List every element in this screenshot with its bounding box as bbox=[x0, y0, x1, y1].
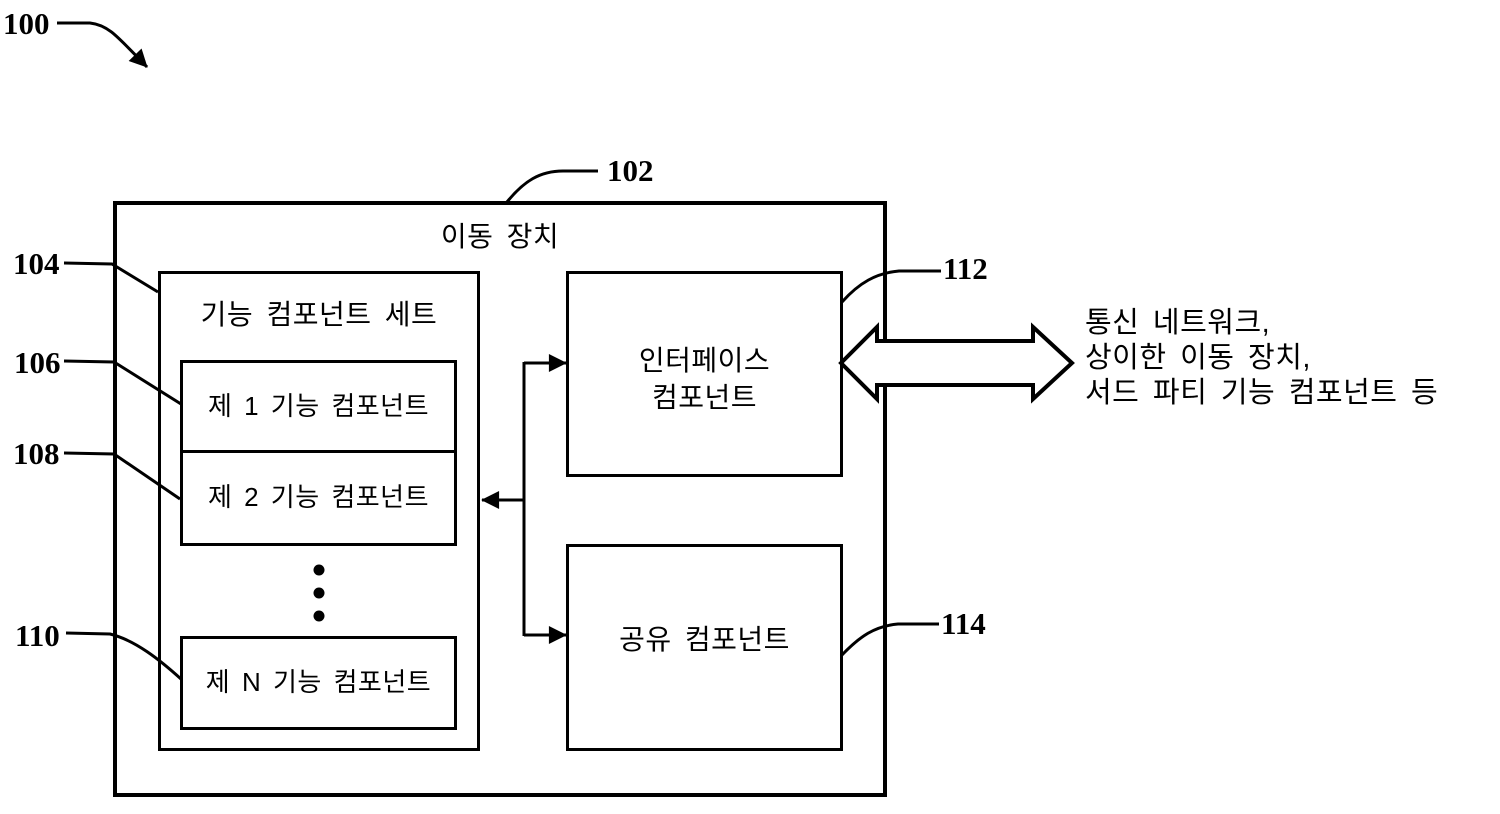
shared-component-label: 공유 컴포넌트 bbox=[619, 623, 790, 655]
ref-label-114: 114 bbox=[941, 606, 986, 641]
ref-label-106: 106 bbox=[14, 345, 61, 380]
ref-label-108: 108 bbox=[13, 436, 60, 471]
nth-functional-component-label: 제 N 기능 컴포넌트 bbox=[205, 667, 432, 698]
interface-component-box: 인터페이스 컴포넌트 bbox=[566, 271, 843, 477]
ref-label-104: 104 bbox=[13, 246, 60, 281]
external-entities-line-1: 통신 네트워크, bbox=[1085, 307, 1271, 339]
shared-component-box: 공유 컴포넌트 bbox=[566, 544, 843, 751]
leader-102 bbox=[505, 169, 598, 203]
mobile-device-title: 이동 장치 bbox=[440, 221, 560, 252]
external-entities-line-2: 상이한 이동 장치, bbox=[1085, 342, 1311, 374]
first-functional-component-label: 제 1 기능 컴포넌트 bbox=[207, 390, 430, 421]
ref-label-110: 110 bbox=[15, 618, 60, 653]
figure-ref-leader-arrow bbox=[57, 21, 149, 69]
ref-label-102: 102 bbox=[607, 153, 654, 188]
interface-component-label-line2: 컴포넌트 bbox=[651, 382, 758, 413]
ref-label-100: 100 bbox=[3, 6, 50, 41]
nth-functional-component-box: 제 N 기능 컴포넌트 bbox=[180, 636, 457, 730]
interface-component-label-line1: 인터페이스 bbox=[638, 345, 771, 376]
second-functional-component-box: 제 2 기능 컴포넌트 bbox=[180, 450, 457, 546]
functional-component-set-title: 기능 컴포넌트 세트 bbox=[200, 299, 438, 330]
second-functional-component-label: 제 2 기능 컴포넌트 bbox=[207, 482, 430, 513]
external-entities-text: 통신 네트워크, 상이한 이동 장치, 서드 파티 기능 컴포넌트 등 bbox=[1085, 306, 1438, 411]
first-functional-component-box: 제 1 기능 컴포넌트 bbox=[180, 360, 457, 453]
external-entities-line-3: 서드 파티 기능 컴포넌트 등 bbox=[1085, 377, 1439, 409]
ref-label-112: 112 bbox=[943, 251, 988, 286]
